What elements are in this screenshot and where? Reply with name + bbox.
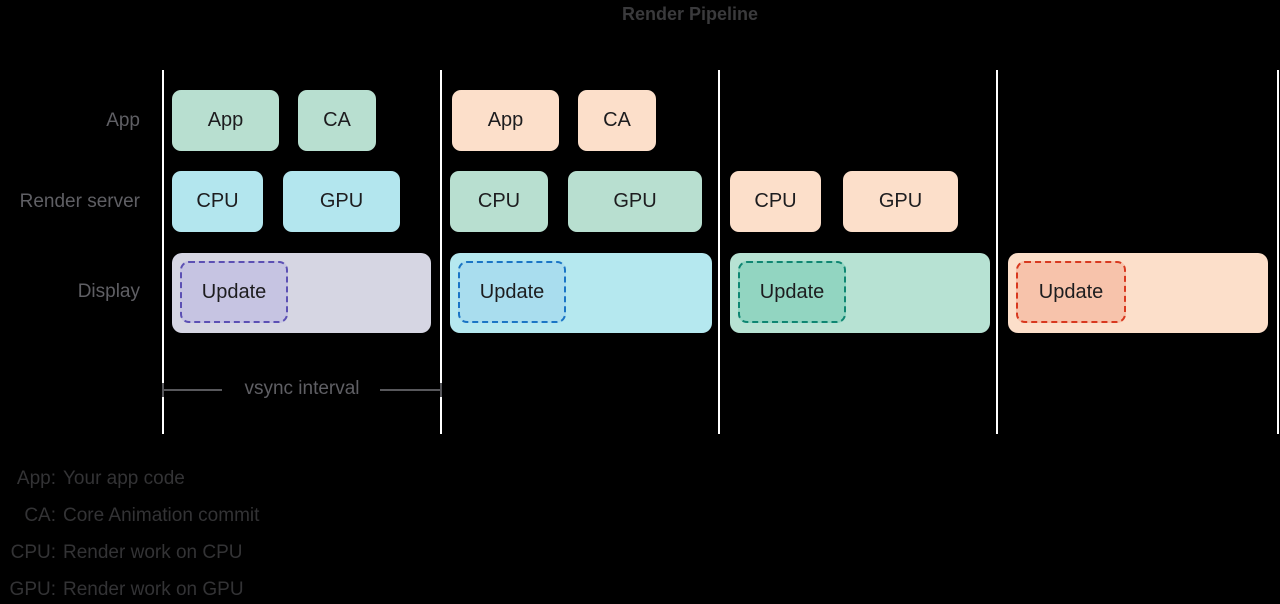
- frame3-gpu-box: GPU: [843, 171, 958, 232]
- frame1-cpu-box: CPU: [172, 171, 263, 232]
- vsync-measure-right-tick: [440, 383, 442, 397]
- vsync-line-1: [162, 70, 164, 434]
- vsync-line-4: [996, 70, 998, 434]
- frame3-cpu-box: CPU: [730, 171, 821, 232]
- row-label-app: App: [106, 110, 140, 131]
- legend-text-gpu: Render work on GPU: [63, 578, 244, 600]
- legend: App: Your app code CA: Core Animation co…: [8, 460, 260, 604]
- legend-text-app: Your app code: [63, 467, 185, 489]
- frame1-ca-box: CA: [298, 90, 376, 151]
- vsync-measure-left-line: [164, 389, 222, 391]
- frame3-display-bar: Update: [730, 253, 990, 333]
- frame2-gpu-box: GPU: [568, 171, 702, 232]
- legend-text-cpu: Render work on CPU: [63, 541, 243, 563]
- row-label-display: Display: [77, 281, 140, 302]
- frame2-ca-box: CA: [578, 90, 656, 151]
- legend-text-ca: Core Animation commit: [63, 504, 260, 526]
- vsync-measure-left-tick: [162, 383, 164, 397]
- legend-key-cpu: CPU:: [10, 541, 56, 563]
- frame1-gpu-box: GPU: [283, 171, 400, 232]
- legend-row-cpu: CPU: Render work on CPU: [8, 534, 259, 571]
- diagram-title: Render Pipeline: [621, 4, 759, 24]
- legend-row-ca: CA: Core Animation commit: [8, 497, 259, 534]
- frame4-update-box: Update: [1016, 261, 1126, 323]
- vsync-line-2: [440, 70, 442, 434]
- frame1-display-bar: Update: [172, 253, 431, 333]
- vsync-interval-label: vsync interval: [244, 378, 360, 399]
- legend-key-ca: CA:: [24, 504, 56, 526]
- vsync-measure-right-line: [380, 389, 440, 391]
- frame2-display-bar: Update: [450, 253, 712, 333]
- frame3-update-box: Update: [738, 261, 846, 323]
- legend-row-app: App: Your app code: [8, 460, 259, 497]
- frame2-cpu-box: CPU: [450, 171, 548, 232]
- legend-key-gpu: GPU:: [9, 578, 56, 600]
- vsync-line-3: [718, 70, 720, 434]
- legend-row-gpu: GPU: Render work on GPU: [8, 571, 259, 604]
- row-label-render-server: Render server: [19, 191, 140, 212]
- frame1-update-box: Update: [180, 261, 288, 323]
- frame4-display-bar: Update: [1008, 253, 1268, 333]
- vsync-line-5: [1277, 70, 1279, 434]
- legend-key-app: App:: [16, 467, 56, 489]
- frame2-update-box: Update: [458, 261, 566, 323]
- frame1-app-box: App: [172, 90, 279, 151]
- frame2-app-box: App: [452, 90, 559, 151]
